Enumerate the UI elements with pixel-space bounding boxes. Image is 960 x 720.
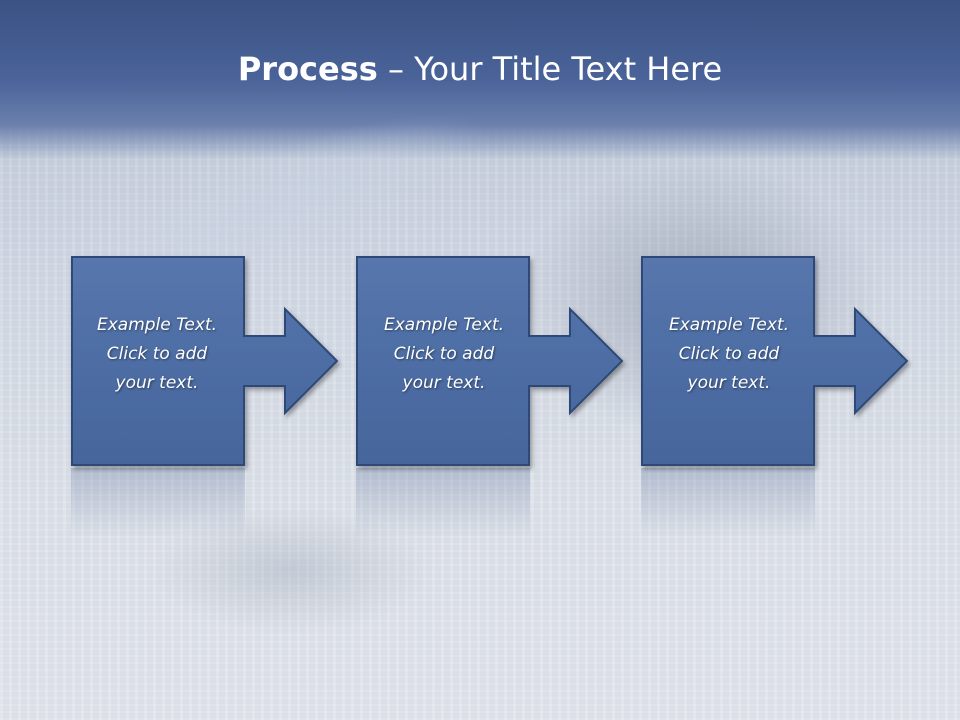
title-rest-text: – Your Title Text Here: [377, 50, 723, 88]
step-2-arrow-box[interactable]: [356, 256, 624, 466]
step-3-text[interactable]: Example Text. Click to add your text.: [644, 311, 814, 398]
step-1-arrow-box[interactable]: [71, 256, 339, 466]
step-2-line-2: Click to add: [393, 344, 495, 364]
step-2-reflection: [356, 468, 530, 538]
step-3-arrow-box[interactable]: [641, 256, 909, 466]
step-3-line-2: Click to add: [678, 344, 780, 364]
step-2-line-1: Example Text.: [383, 315, 505, 335]
step-1-text[interactable]: Example Text. Click to add your text.: [72, 311, 242, 398]
step-2-line-3: your text.: [402, 373, 486, 393]
step-1-line-3: your text.: [115, 373, 199, 393]
step-1-line-2: Click to add: [106, 344, 208, 364]
slide-title[interactable]: Process – Your Title Text Here: [0, 50, 960, 88]
step-3-line-1: Example Text.: [668, 315, 790, 335]
step-3-line-3: your text.: [687, 373, 771, 393]
step-2-text[interactable]: Example Text. Click to add your text.: [359, 311, 529, 398]
step-1-reflection: [71, 468, 245, 538]
step-1-line-1: Example Text.: [96, 315, 218, 335]
title-bold-text: Process: [237, 50, 378, 88]
step-3-reflection: [641, 468, 815, 538]
